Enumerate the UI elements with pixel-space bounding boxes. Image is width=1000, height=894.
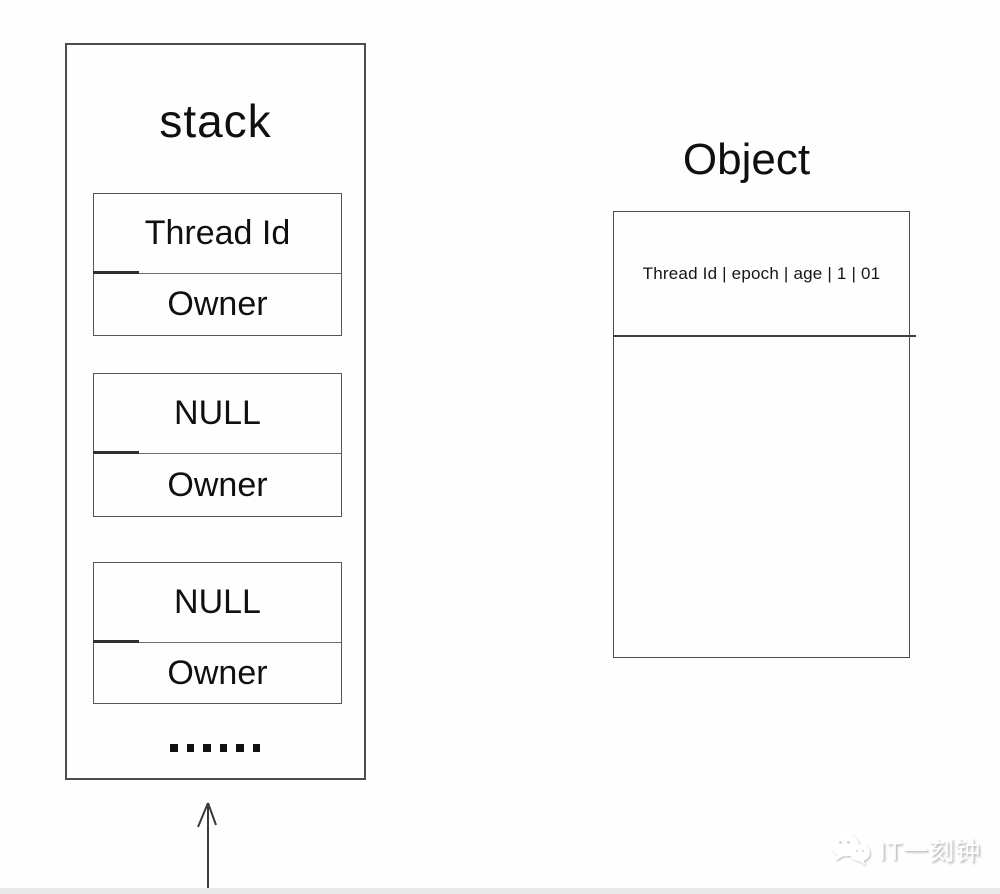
frame-2-bottom-cell: Owner (94, 454, 341, 516)
frame-2-top-label: NULL (174, 394, 261, 432)
frame-1-bottom-label: Owner (167, 285, 268, 323)
wechat-icon (831, 833, 870, 865)
up-arrow-icon (197, 802, 217, 894)
dot (203, 744, 211, 752)
frame-1-bottom-cell: Owner (94, 274, 341, 335)
object-divider-line (613, 335, 916, 337)
object-box: Thread Id | epoch | age | 1 | 01 (613, 211, 916, 658)
mark-word-header: Thread Id | epoch | age | 1 | 01 (642, 264, 881, 283)
divider-tick (92, 451, 139, 454)
dot (170, 744, 178, 752)
ellipsis-dots (170, 744, 260, 752)
divider-tick (92, 640, 139, 643)
object-body (614, 337, 909, 657)
lock-record-frame-2: NULL Owner (92, 373, 342, 517)
frame-3-bottom-label: Owner (167, 653, 268, 692)
dot (186, 744, 194, 752)
dot (219, 744, 227, 752)
divider-tick (92, 271, 139, 274)
frame-3-top-label: NULL (174, 583, 261, 621)
frame-3-bottom-cell: Owner (94, 643, 341, 703)
frame-2-bottom-label: Owner (167, 465, 268, 504)
lock-record-frame-3: NULL Owner (92, 562, 342, 704)
frame-1-top-cell: Thread Id (92, 194, 341, 274)
dot (236, 744, 244, 752)
frame-2-top-cell: NULL (92, 374, 341, 454)
lock-record-frame-1: Thread Id Owner (92, 193, 342, 336)
object-title: Object (682, 135, 811, 184)
watermark-text: IT一刻钟 (879, 838, 982, 866)
frame-3-top-cell: NULL (92, 563, 341, 643)
frame-1-top-label: Thread Id (144, 214, 291, 252)
stack-title: stack (159, 95, 272, 147)
dot (252, 744, 260, 752)
watermark: IT一刻钟 (828, 831, 981, 869)
bottom-strip (0, 888, 1000, 894)
